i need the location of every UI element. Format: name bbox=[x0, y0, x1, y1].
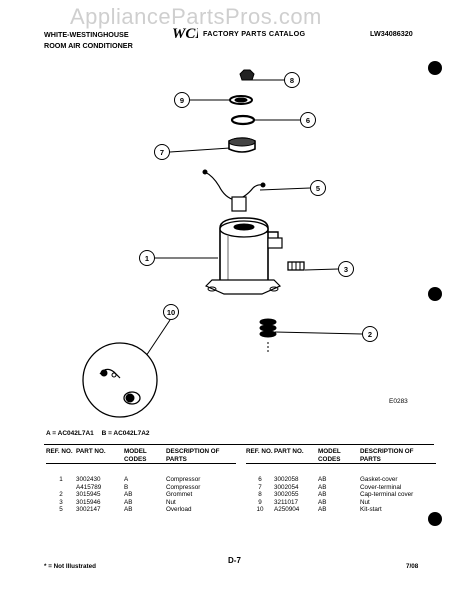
ref-cell: 8 bbox=[258, 491, 262, 499]
part-cell: 3211017 bbox=[274, 498, 299, 506]
callout-2: 2 bbox=[362, 326, 378, 342]
model-b-label: B = AC042L7A2 bbox=[101, 430, 150, 437]
model-cell: B bbox=[124, 483, 129, 491]
col-description: DESCRIPTION OF PARTS bbox=[360, 448, 414, 463]
svg-text:WCI: WCI bbox=[172, 26, 198, 41]
catalog-number: LW34086320 bbox=[370, 29, 413, 38]
callout-6: 6 bbox=[300, 112, 316, 128]
model-cell: AB bbox=[124, 491, 133, 499]
callout-8: 8 bbox=[284, 72, 300, 88]
part-cell: A415789 bbox=[76, 483, 102, 491]
model-cell: AB bbox=[124, 498, 133, 506]
table-row: A415789 B Compressor bbox=[46, 484, 236, 492]
part-cell: A250904 bbox=[274, 506, 300, 514]
part-cell: 3002055 bbox=[274, 491, 299, 499]
callout-5: 5 bbox=[310, 180, 326, 196]
part-cell: 3002054 bbox=[274, 483, 299, 491]
figure-code: E0283 bbox=[389, 398, 408, 405]
page-number: D-7 bbox=[228, 556, 241, 565]
table-header-row: REF. NO. PART NO. MODEL CODES DESCRIPTIO… bbox=[46, 448, 236, 464]
model-cell: AB bbox=[318, 476, 327, 483]
table-row: 2 3015945 AB Grommet bbox=[46, 491, 236, 499]
table-row: 1 3002430 A Compressor bbox=[46, 476, 236, 484]
catalog-title: FACTORY PARTS CATALOG bbox=[203, 29, 306, 38]
callout-7: 7 bbox=[154, 144, 170, 160]
model-cell: A bbox=[124, 476, 129, 483]
table-row: 3 3015946 AB Nut bbox=[46, 499, 236, 507]
model-legend: A = AC042L7A1 B = AC042L7A2 bbox=[46, 430, 156, 437]
desc-cell: Cap-terminal cover bbox=[360, 491, 414, 499]
desc-cell: Grommet bbox=[166, 491, 193, 499]
desc-cell: Overload bbox=[166, 506, 192, 514]
model-cell: AB bbox=[318, 498, 327, 506]
table-row: 10 A250904 AB Kit-start bbox=[246, 506, 436, 514]
model-cell: AB bbox=[318, 483, 327, 491]
binder-hole-icon bbox=[428, 512, 442, 526]
ref-cell: 2 bbox=[59, 491, 63, 499]
part-cell: 3002430 bbox=[76, 476, 101, 483]
desc-cell: Cover-terminal bbox=[360, 483, 402, 491]
ref-cell: 5 bbox=[59, 506, 63, 514]
desc-cell: Compressor bbox=[166, 476, 201, 483]
not-illustrated-note: * = Not Illustrated bbox=[44, 563, 96, 570]
col-ref-no: REF. NO. bbox=[246, 448, 273, 455]
desc-cell: Nut bbox=[360, 498, 370, 506]
table-row: 9 3211017 AB Nut bbox=[246, 499, 436, 507]
model-cell: AB bbox=[124, 506, 133, 514]
model-a-label: A = AC042L7A1 bbox=[46, 430, 94, 437]
model-cell: AB bbox=[318, 506, 327, 514]
ref-cell: 6 bbox=[258, 476, 262, 483]
callout-9: 9 bbox=[174, 92, 190, 108]
col-part-no: PART NO. bbox=[76, 448, 106, 455]
binder-hole-icon bbox=[428, 61, 442, 75]
parts-table-left: REF. NO. PART NO. MODEL CODES DESCRIPTIO… bbox=[46, 448, 236, 514]
desc-cell: Gasket-cover bbox=[360, 476, 398, 483]
ref-cell: 10 bbox=[256, 506, 264, 514]
ref-cell bbox=[46, 484, 76, 492]
desc-cell: Kit-start bbox=[360, 506, 382, 514]
watermark: AppliancePartsPros.com bbox=[70, 4, 322, 29]
parts-table-right: REF. NO. PART NO. MODEL CODES DESCRIPTIO… bbox=[246, 448, 436, 514]
wci-logo-icon: WCI bbox=[172, 26, 198, 41]
product-line: ROOM AIR CONDITIONER bbox=[44, 41, 133, 50]
part-cell: 3015946 bbox=[76, 498, 101, 506]
col-description: DESCRIPTION OF PARTS bbox=[166, 448, 220, 463]
col-model-codes: MODEL CODES bbox=[318, 448, 341, 463]
ref-cell: 1 bbox=[59, 476, 63, 483]
table-row: 5 3002147 AB Overload bbox=[46, 506, 236, 514]
desc-cell: Nut bbox=[166, 498, 176, 506]
ref-cell: 9 bbox=[258, 498, 262, 506]
table-top-rule bbox=[44, 444, 434, 445]
table-row: 6 3002058 AB Gasket-cover bbox=[246, 476, 436, 484]
binder-hole-icon bbox=[428, 287, 442, 301]
part-cell: 3015945 bbox=[76, 491, 101, 499]
col-model-codes: MODEL CODES bbox=[124, 448, 147, 463]
revision-date: 7/08 bbox=[406, 563, 419, 570]
ref-cell: 3 bbox=[59, 498, 63, 506]
part-cell: 3002147 bbox=[76, 506, 101, 514]
callout-1: 1 bbox=[139, 250, 155, 266]
callout-3: 3 bbox=[338, 261, 354, 277]
ref-cell: 7 bbox=[258, 483, 262, 491]
part-cell: 3002058 bbox=[274, 476, 299, 483]
brand-header: WHITE-WESTINGHOUSE ROOM AIR CONDITIONER bbox=[44, 29, 133, 51]
callout-10: 10 bbox=[163, 304, 179, 320]
table-row: 8 3002055 AB Cap-terminal cover bbox=[246, 491, 436, 499]
table-header-row: REF. NO. PART NO. MODEL CODES DESCRIPTIO… bbox=[246, 448, 436, 464]
desc-cell: Compressor bbox=[166, 483, 201, 491]
model-cell: AB bbox=[318, 491, 327, 499]
col-ref-no: REF. NO. bbox=[46, 448, 73, 455]
table-row: 7 3002054 AB Cover-terminal bbox=[246, 484, 436, 492]
brand-name: WHITE-WESTINGHOUSE bbox=[44, 30, 129, 39]
col-part-no: PART NO. bbox=[274, 448, 304, 455]
